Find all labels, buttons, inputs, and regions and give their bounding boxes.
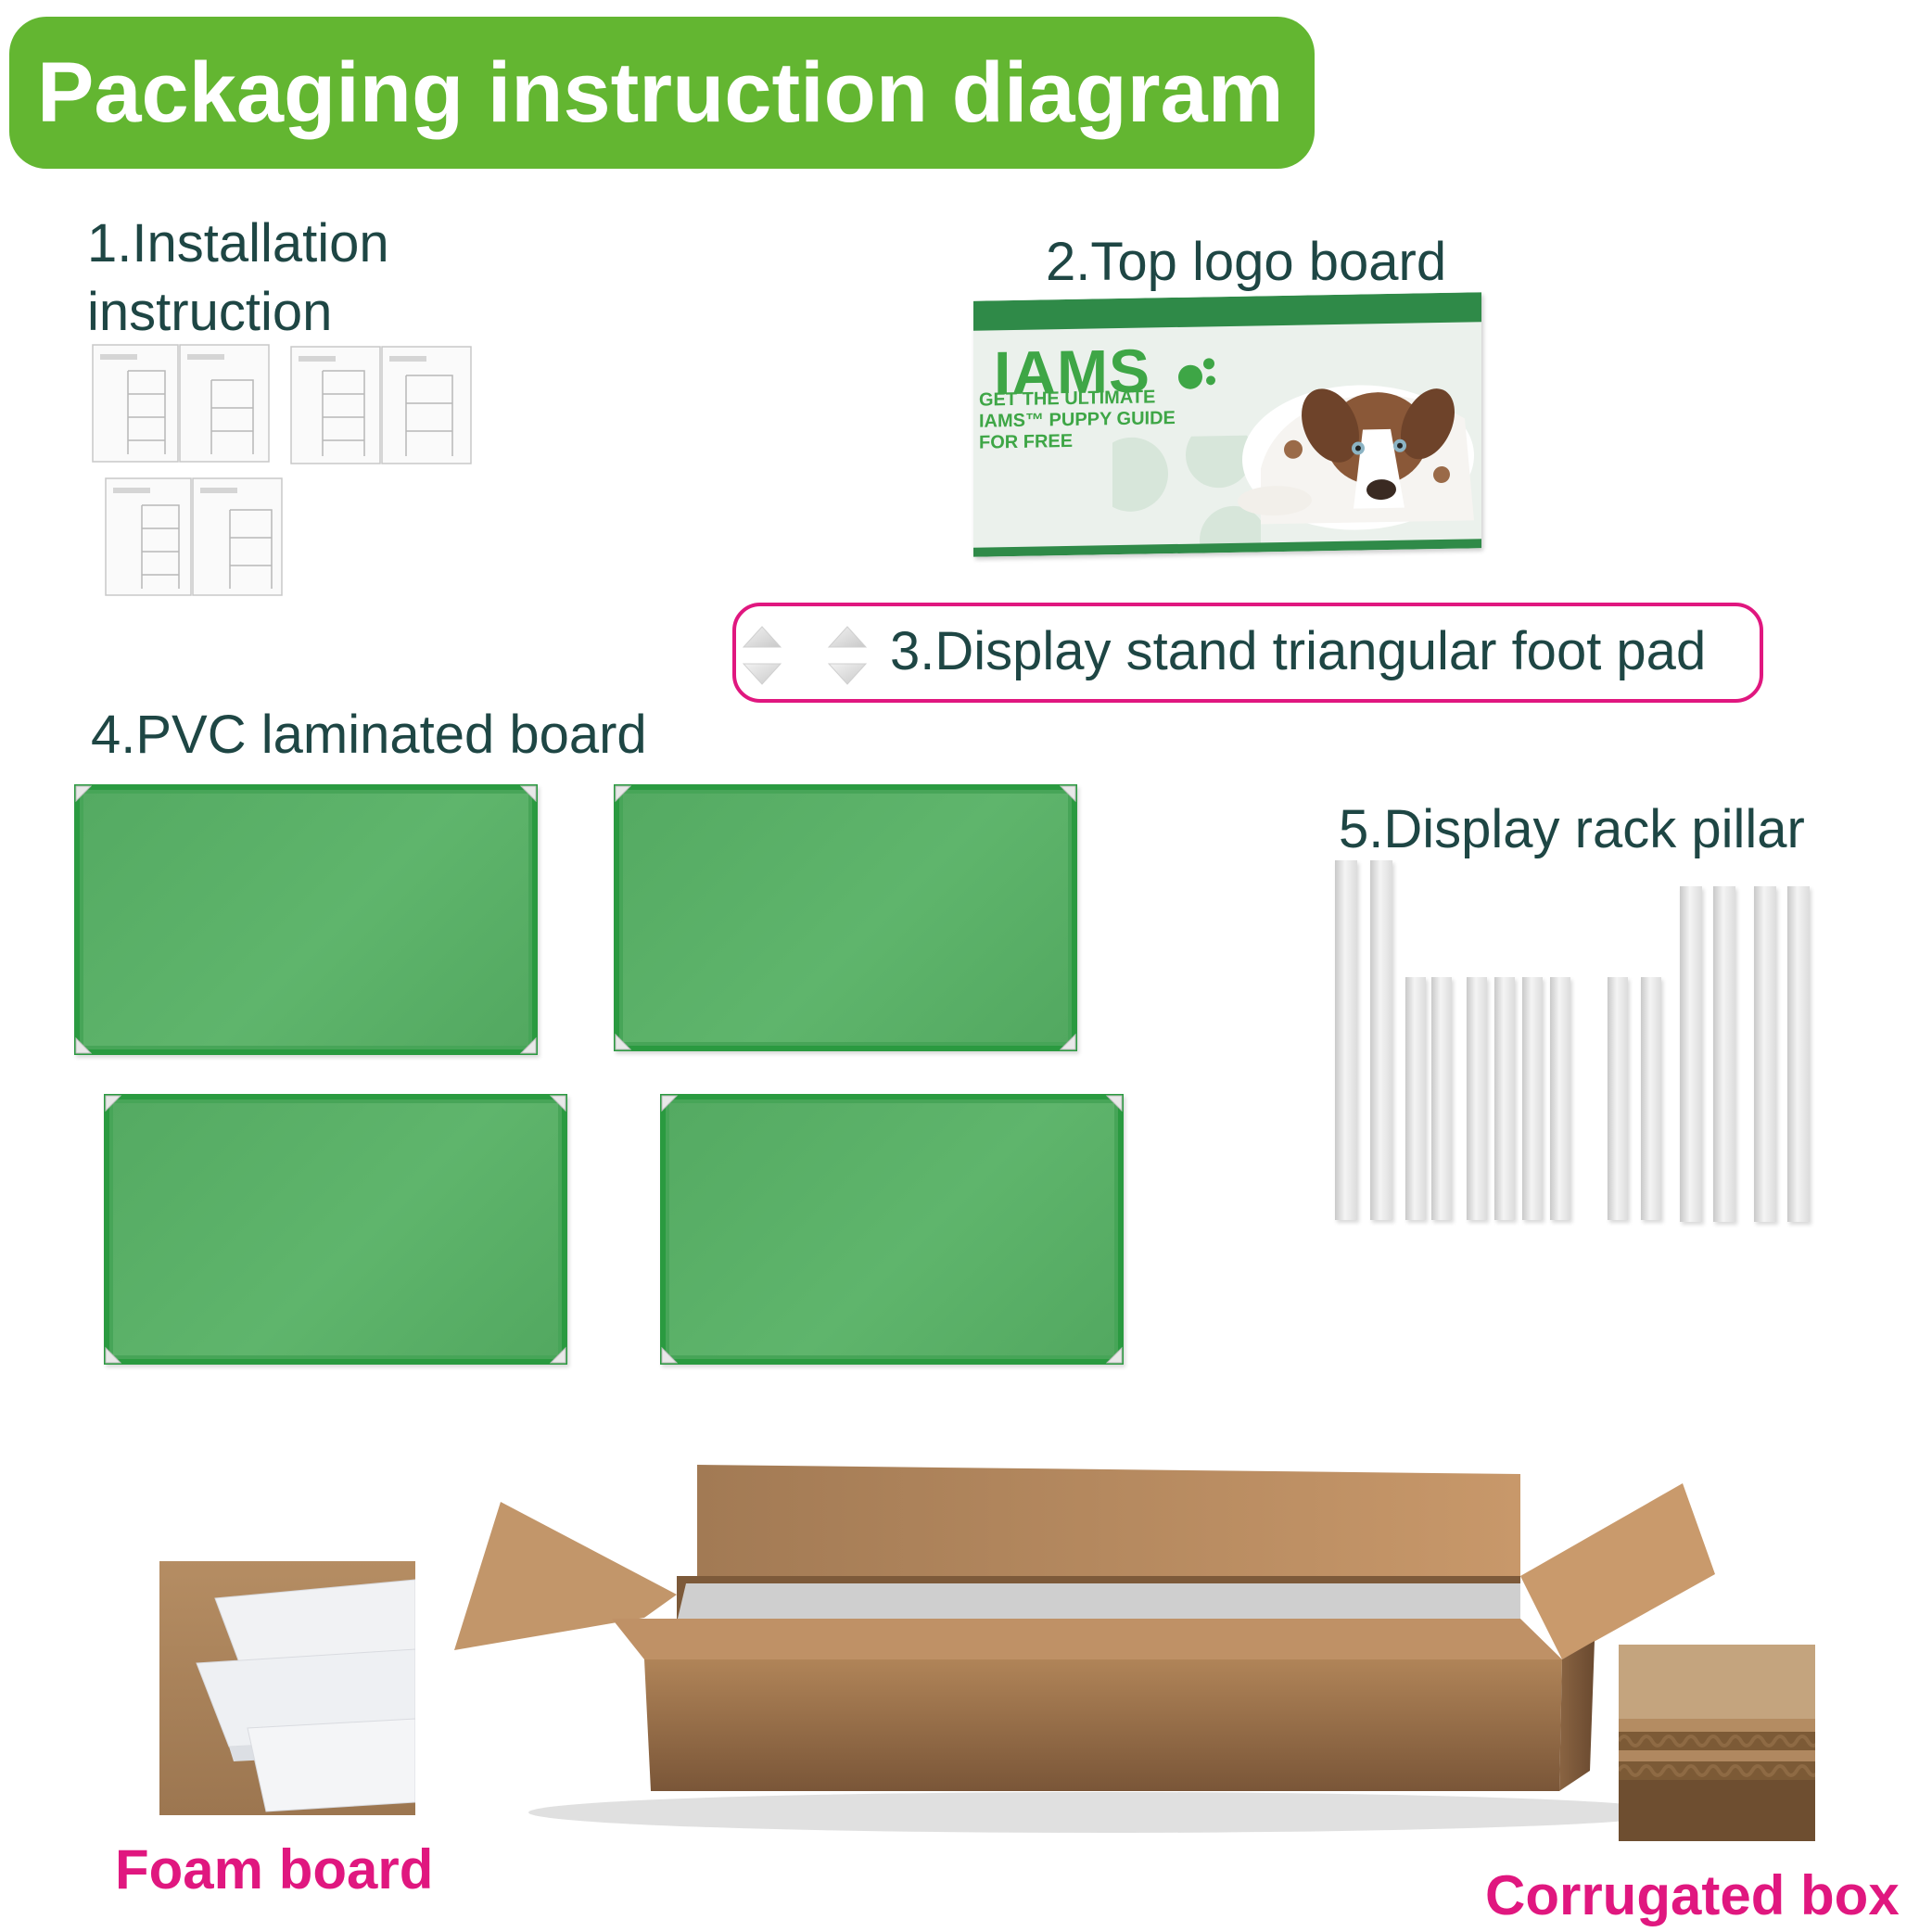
installation-instruction-label: 1.Installation instruction: [87, 213, 389, 343]
logo-board-stripe: [973, 292, 1481, 331]
pillar-long-5: [1754, 886, 1776, 1222]
pillar-short-7: [1608, 977, 1628, 1220]
pillar-short-5: [1522, 977, 1543, 1220]
puppy-photo: [1205, 335, 1481, 548]
foam-board-label: Foam board: [115, 1838, 434, 1900]
pillar-short-3: [1467, 977, 1487, 1220]
pvc-corner-caps: [74, 784, 1131, 1373]
top-logo-board-label: 2.Top logo board: [1046, 232, 1447, 292]
pillar-long-2: [1370, 860, 1392, 1220]
open-shipping-box: [454, 1465, 1734, 1840]
pillar-short-1: [1405, 977, 1426, 1220]
pvc-board-3: [104, 1094, 567, 1365]
pvc-board-4: [660, 1094, 1124, 1365]
rack-pillar-label: 5.Display rack pillar: [1339, 799, 1805, 859]
pillar-long-6: [1787, 886, 1810, 1222]
pvc-board-2: [614, 784, 1077, 1051]
foam-board-photo: [159, 1561, 415, 1815]
paw-icon: [1172, 350, 1216, 397]
pillar-short-6: [1550, 977, 1570, 1220]
pillar-long-3: [1680, 886, 1702, 1222]
pillar-short-4: [1494, 977, 1515, 1220]
page-title: Packaging instruction diagram: [9, 17, 1315, 169]
corrugated-cardboard-photo: [1619, 1645, 1815, 1841]
triangular-foot-pad-graphic: [740, 619, 888, 698]
foot-pad-callout: [732, 603, 1763, 703]
pillar-long-4: [1713, 886, 1735, 1222]
pvc-board-label: 4.PVC laminated board: [91, 705, 647, 765]
foot-pad-label: 3.Display stand triangular foot pad: [890, 621, 1707, 681]
instruction-sheets-graphic: [92, 344, 472, 596]
corrugated-box-label: Corrugated box: [1485, 1864, 1900, 1926]
pillar-short-8: [1641, 977, 1661, 1220]
pvc-board-1: [74, 784, 538, 1055]
pillar-short-2: [1431, 977, 1452, 1220]
pillar-long-1: [1335, 860, 1357, 1220]
instruction-sheets: [91, 343, 480, 603]
top-logo-board: IAMS GET THE ULTIMATE IAMS™ PUPPY GUIDE …: [973, 292, 1481, 557]
